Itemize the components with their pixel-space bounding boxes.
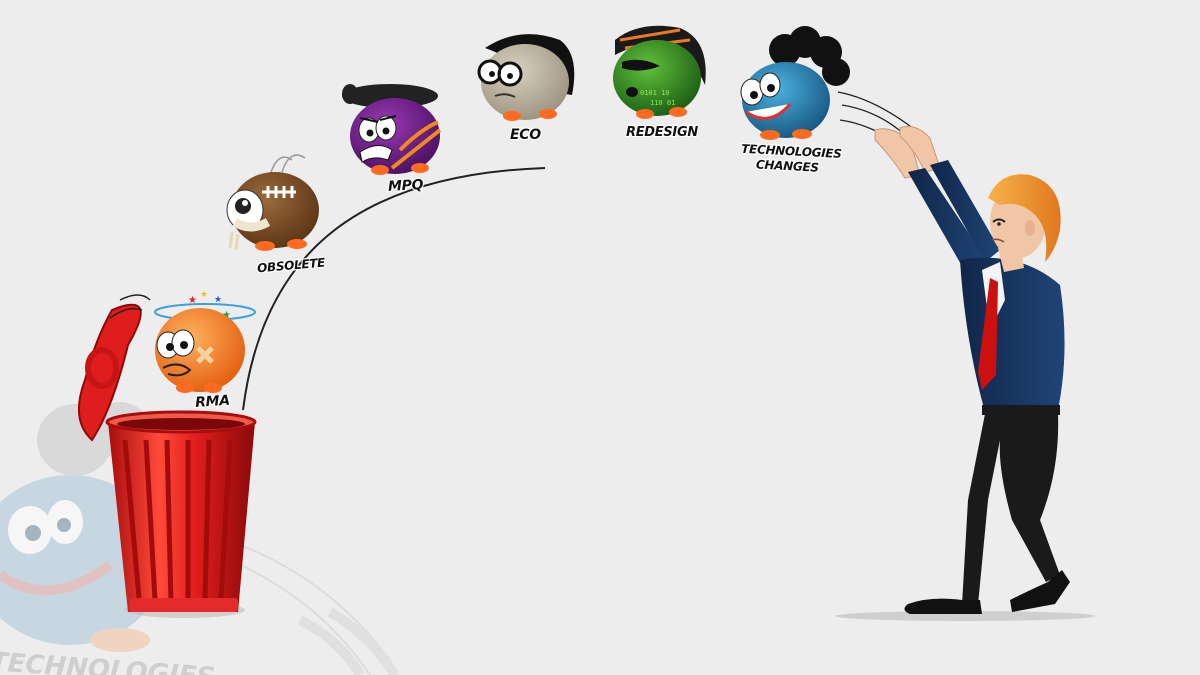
mpq-label: MPQ <box>388 177 424 195</box>
svg-text:0101 10: 0101 10 <box>640 89 670 97</box>
svg-text:110 01: 110 01 <box>650 99 675 107</box>
svg-text:★: ★ <box>188 295 197 306</box>
ghost-technologies-label: TECHNOLOGIES <box>0 647 216 675</box>
mpq-character <box>342 84 442 175</box>
tech-changes-label-line2: CHANGES <box>756 157 819 174</box>
eco-label: ECO <box>510 127 541 143</box>
businessman-figure <box>835 125 1095 621</box>
eco-character <box>477 34 575 121</box>
redesign-character: 0101 10 110 01 <box>613 25 706 119</box>
svg-text:★: ★ <box>200 290 208 300</box>
rma-character: ★ ★ ★ ★ <box>154 290 256 393</box>
obsolete-label: OBSOLETE <box>257 255 327 275</box>
technologies-changes-character <box>740 26 926 151</box>
obsolete-character <box>226 154 319 251</box>
rma-label: RMA <box>195 393 231 411</box>
redesign-label: REDESIGN <box>626 125 698 140</box>
trash-can-lid <box>77 294 151 442</box>
tech-changes-label-line1: TECHNOLOGIES <box>741 142 842 161</box>
trash-can <box>105 410 257 618</box>
svg-text:★: ★ <box>222 310 231 321</box>
trajectory-arc <box>242 167 546 411</box>
svg-text:★: ★ <box>214 295 222 305</box>
